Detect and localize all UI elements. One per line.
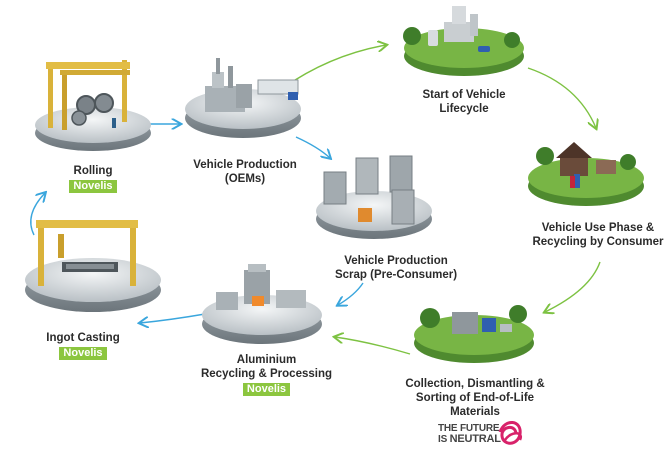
use-phase-line1: Vehicle Use Phase & [541, 222, 655, 234]
production-scrap-line1: Vehicle Production [344, 255, 448, 267]
platform-vehicle-production [185, 58, 301, 138]
arrow-ingot-to-rolling [30, 193, 45, 236]
future-neutral-logo: THE FUTURE IS NEUTRAL [438, 423, 501, 445]
platform-start-lifecycle [403, 6, 524, 76]
rolling-novelis-badge: Novelis [69, 180, 117, 193]
logo-prefix: IS [438, 434, 450, 445]
vehicle-production-line2: (OEMs) [224, 173, 266, 185]
production-scrap-line2: Scrap (Pre-Consumer) [334, 269, 458, 281]
ingot-casting-label: Ingot Casting Novelis [28, 331, 138, 360]
collection-label: Collection, Dismantling & Sorting of End… [395, 377, 555, 419]
arrow-scrap-to-recycling [338, 282, 364, 305]
aluminium-recycling-line1: Aluminium [236, 354, 297, 366]
platform-rolling [35, 60, 151, 151]
knot-logo-icon [498, 421, 523, 445]
platform-aluminium-recycling [202, 264, 322, 344]
platform-ingot-casting [25, 220, 161, 312]
collection-line1: Collection, Dismantling & [405, 378, 545, 390]
rolling-title: Rolling [73, 165, 113, 177]
vehicle-production-line1: Vehicle Production [193, 159, 297, 171]
collection-line2: Sorting of End-of-Life [415, 392, 535, 404]
start-lifecycle-line2: Lifecycle [439, 103, 489, 115]
platform-use-phase [528, 142, 644, 206]
arrow-recycling-to-ingot [140, 313, 206, 323]
ingot-casting-novelis-badge: Novelis [59, 347, 107, 360]
aluminium-recycling-label: Aluminium Recycling & Processing Novelis [194, 353, 339, 396]
ingot-casting-title: Ingot Casting [46, 332, 120, 344]
use-phase-label: Vehicle Use Phase & Recycling by Consume… [528, 221, 668, 249]
start-lifecycle-label: Start of Vehicle Lifecycle [404, 88, 524, 116]
start-lifecycle-line1: Start of Vehicle [422, 89, 506, 101]
collection-line3: Materials [450, 406, 500, 418]
logo-line1: THE FUTURE [438, 423, 500, 434]
production-scrap-label: Vehicle Production Scrap (Pre-Consumer) [326, 254, 466, 282]
aluminium-recycling-line2: Recycling & Processing [200, 368, 333, 380]
platform-production-scrap [316, 155, 432, 239]
logo-line2: IS NEUTRAL [438, 433, 501, 446]
aluminium-recycling-novelis-badge: Novelis [242, 383, 291, 396]
arrow-production-to-scrap [295, 136, 330, 158]
arrow-use-to-collection [545, 261, 601, 312]
vehicle-production-label: Vehicle Production (OEMs) [185, 158, 305, 186]
arrow-collection-to-recycling [335, 337, 411, 355]
logo-emphasis: NEUTRAL [449, 433, 501, 445]
arrow-start-to-use [527, 67, 596, 128]
platform-collection [414, 305, 534, 363]
rolling-label: Rolling Novelis [38, 164, 148, 193]
use-phase-line2: Recycling by Consumer [532, 236, 664, 248]
